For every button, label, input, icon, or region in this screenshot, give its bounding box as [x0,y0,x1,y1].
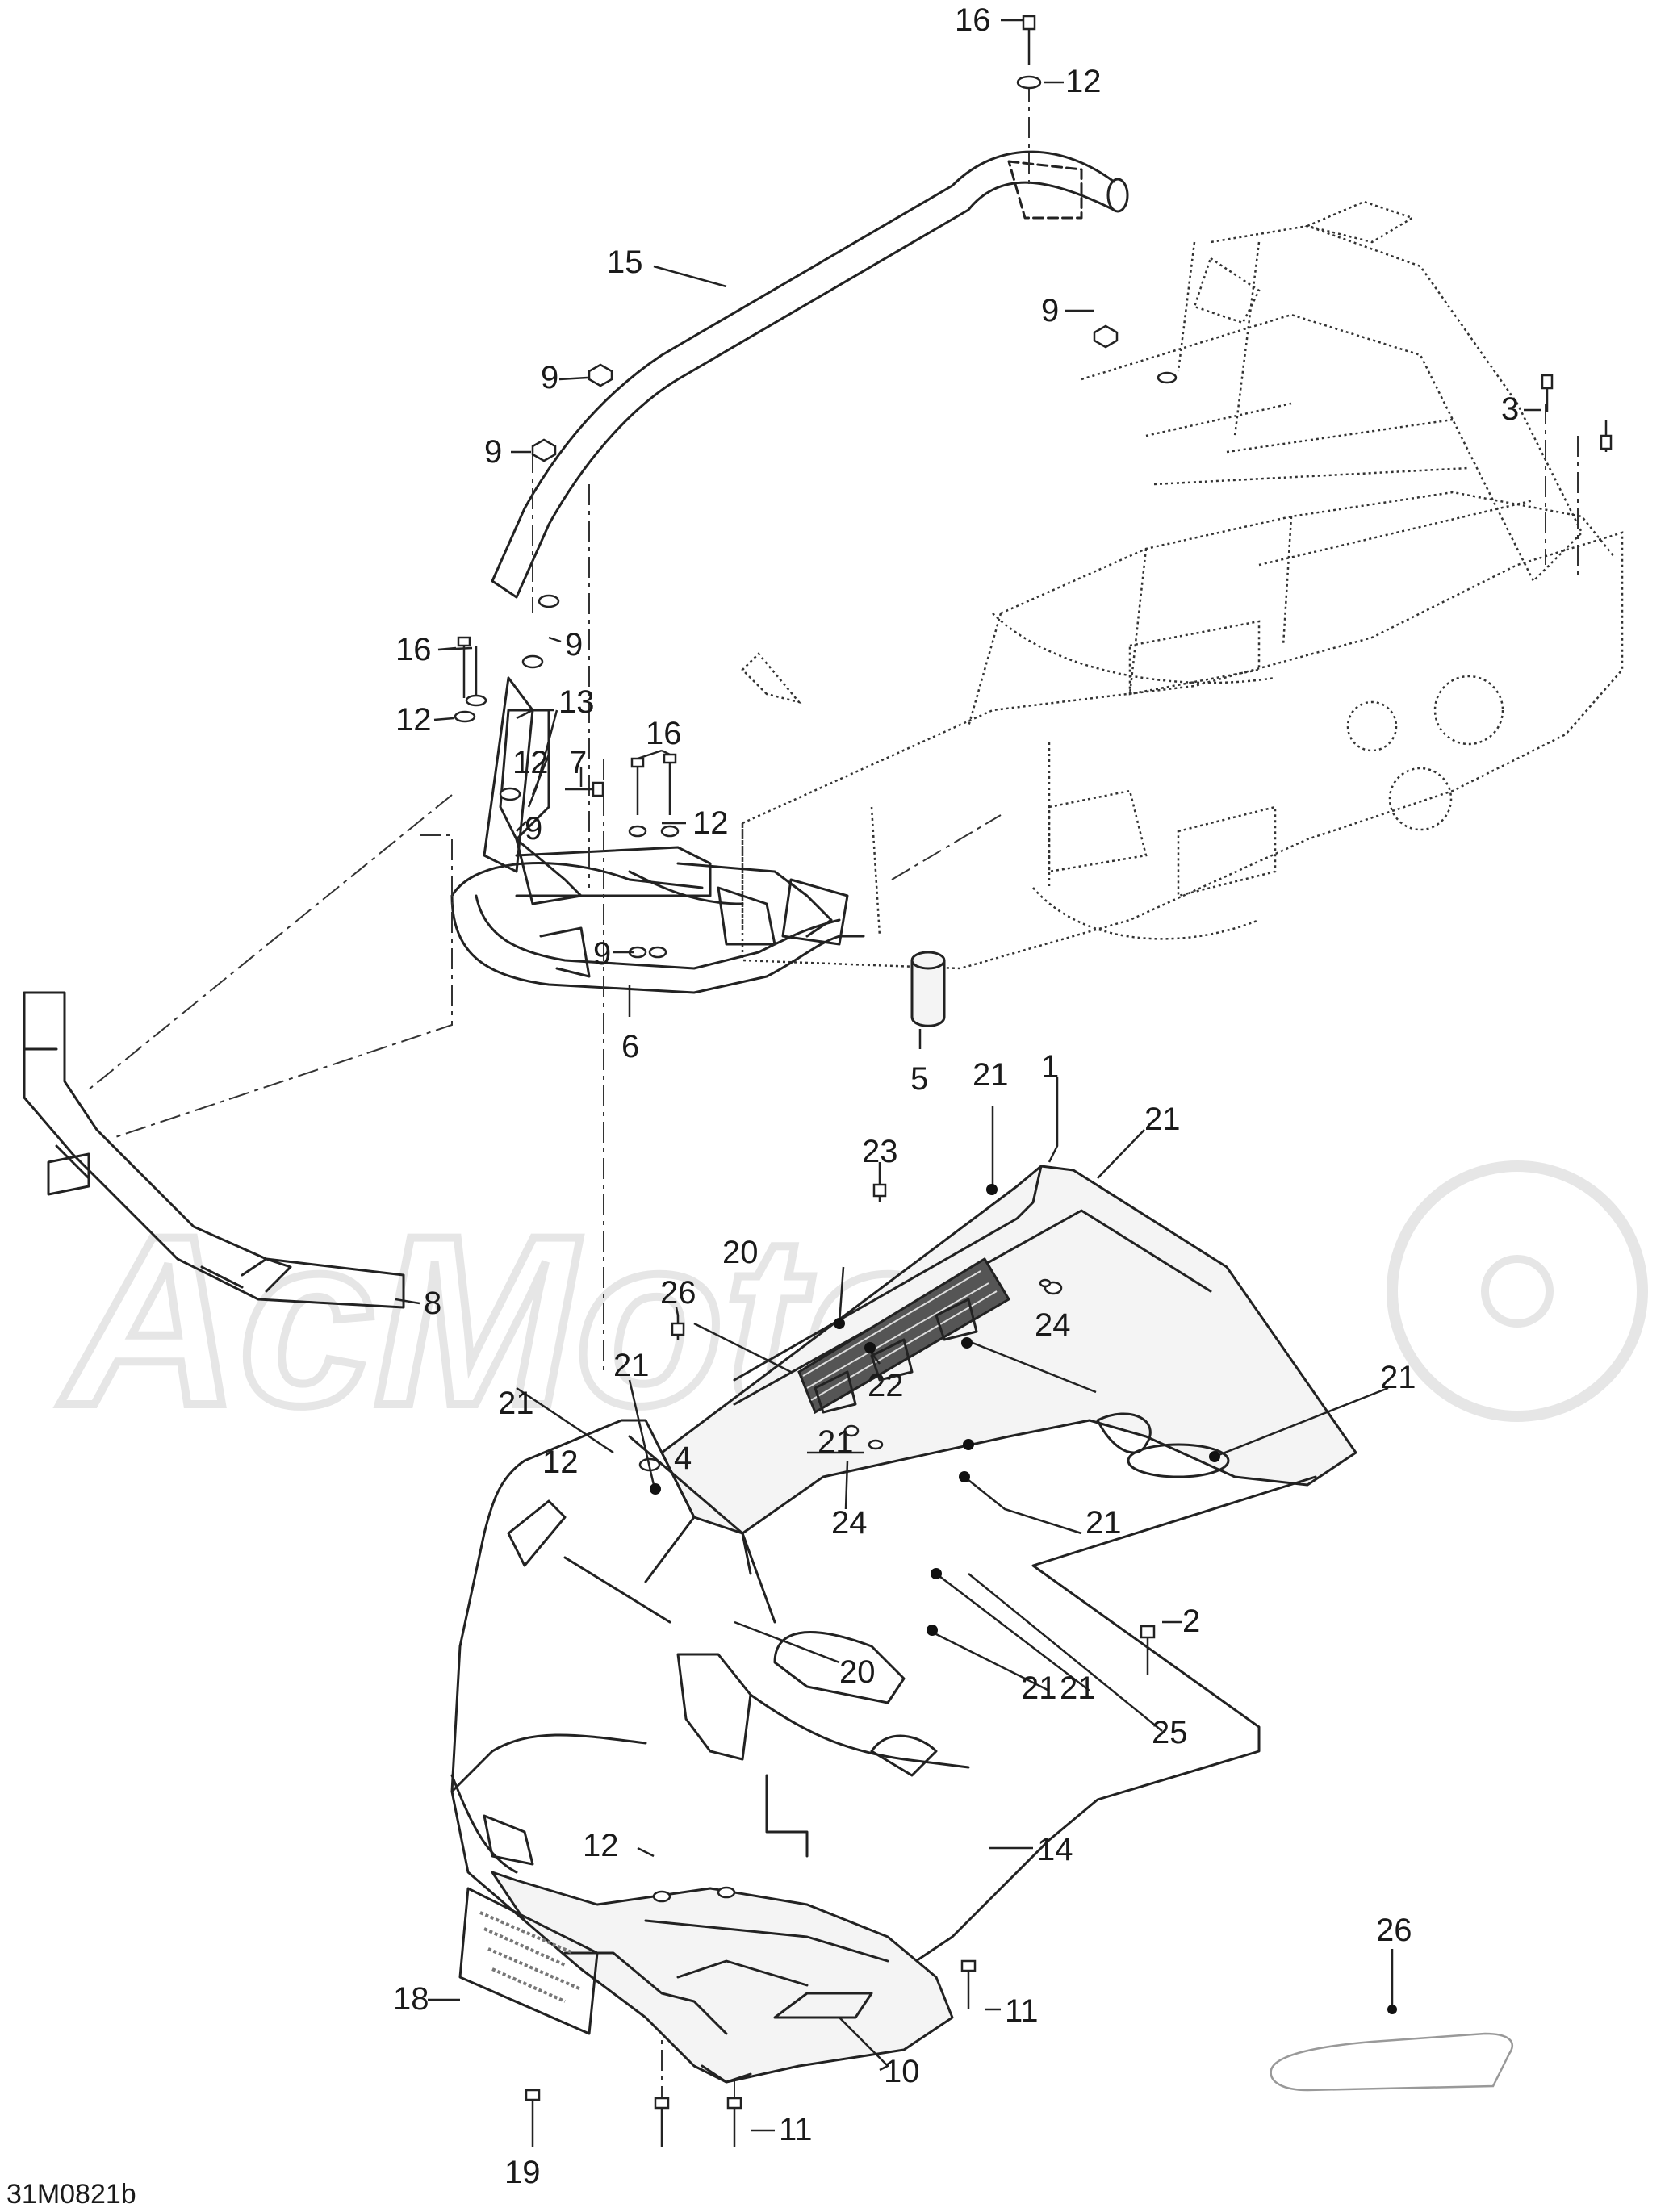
callout-label: 26 [660,1275,696,1311]
callout-label: 12 [512,745,549,780]
watermark: AcMoto [53,1160,1648,1460]
callout-label: 24 [1035,1307,1071,1343]
callout-label: 21 [818,1424,854,1460]
bolt-icon [1022,15,1036,31]
leader-lines [395,19,1541,2132]
callout-label: 20 [839,1654,876,1690]
decal [458,1887,599,2035]
callout-label: 19 [504,2155,541,2190]
callout-label: 1 [1041,1049,1059,1085]
callout-label: 12 [542,1445,579,1480]
callout-label: 21 [1085,1505,1122,1541]
nut-icon [531,438,557,462]
upper-bumper [491,150,1129,599]
washer-icon [454,710,476,723]
bolt-icon [592,781,604,797]
callout-label: 22 [868,1368,904,1403]
hardware [454,15,1613,2147]
callout-label: 21 [1380,1360,1416,1395]
washer-icon [465,694,487,707]
nut-icon [1157,371,1178,384]
callout-label: 9 [593,936,611,972]
callout-label: 15 [607,245,643,280]
callout-label: 12 [395,702,432,738]
front-bumper [450,676,946,1027]
callout-label: 26 [1376,1913,1412,1948]
callout-label: 7 [569,745,587,780]
drawing-code: 31M0821b [6,2179,136,2210]
callout-label: 9 [525,811,542,847]
callout-label: 11 [1005,1993,1039,2029]
chassis-frame [741,200,1624,970]
foam-pad [1270,2032,1513,2092]
callout-label: 6 [621,1029,639,1064]
callout-label: 25 [1152,1715,1188,1750]
callout-label: 14 [1037,1832,1073,1867]
callout-label: 18 [393,1981,429,2017]
lower-bellypan [491,1871,954,2084]
callout-label: 9 [541,360,558,395]
callout-label: 8 [424,1286,441,1321]
nut-icon [1093,324,1119,349]
callout-label: 9 [1041,293,1059,328]
callout-label: 21 [498,1386,534,1421]
callout-label: 5 [910,1061,928,1097]
callout-label: 11 [779,2112,813,2147]
callout-label: 21 [1021,1670,1057,1706]
callout-label: 12 [1065,64,1102,99]
callout-label: 3 [1501,391,1519,427]
callout-label: 4 [674,1441,692,1476]
nut-icon [588,363,613,387]
callout-label: 21 [1144,1102,1181,1137]
nut-icon [538,594,560,608]
callout-label: 24 [831,1505,868,1541]
washer-icon [1016,75,1042,90]
callout-label: 12 [583,1828,619,1863]
callout-label: 21 [973,1057,1009,1093]
washer-icon [499,787,521,801]
skid-plate [23,991,405,1309]
assembly-axes [88,81,1579,2147]
callout-label: 10 [884,2054,920,2089]
callout-label: 16 [646,716,682,751]
callout-label: 23 [862,1134,898,1169]
callout-label: 9 [484,434,502,470]
hood-body [450,1165,1357,1987]
callout-label: 16 [955,2,991,38]
callout-label: 21 [1060,1670,1096,1706]
vent-mesh [797,1257,1011,1415]
callout-label: 9 [565,627,583,663]
callout-label: 16 [395,632,432,667]
bracket [499,709,583,905]
callout-label: 12 [692,805,729,841]
callout-label: 21 [613,1348,650,1383]
callout-labels: 16 12 15 9 9 9 3 9 16 12 13 12 7 16 9 12… [393,2,1519,2190]
nut-icon [521,654,544,669]
callout-label: 20 [722,1235,759,1270]
callout-label: 2 [1182,1604,1200,1639]
callout-label: 13 [558,684,595,720]
watermark-wheel-icon [1387,1160,1648,1422]
